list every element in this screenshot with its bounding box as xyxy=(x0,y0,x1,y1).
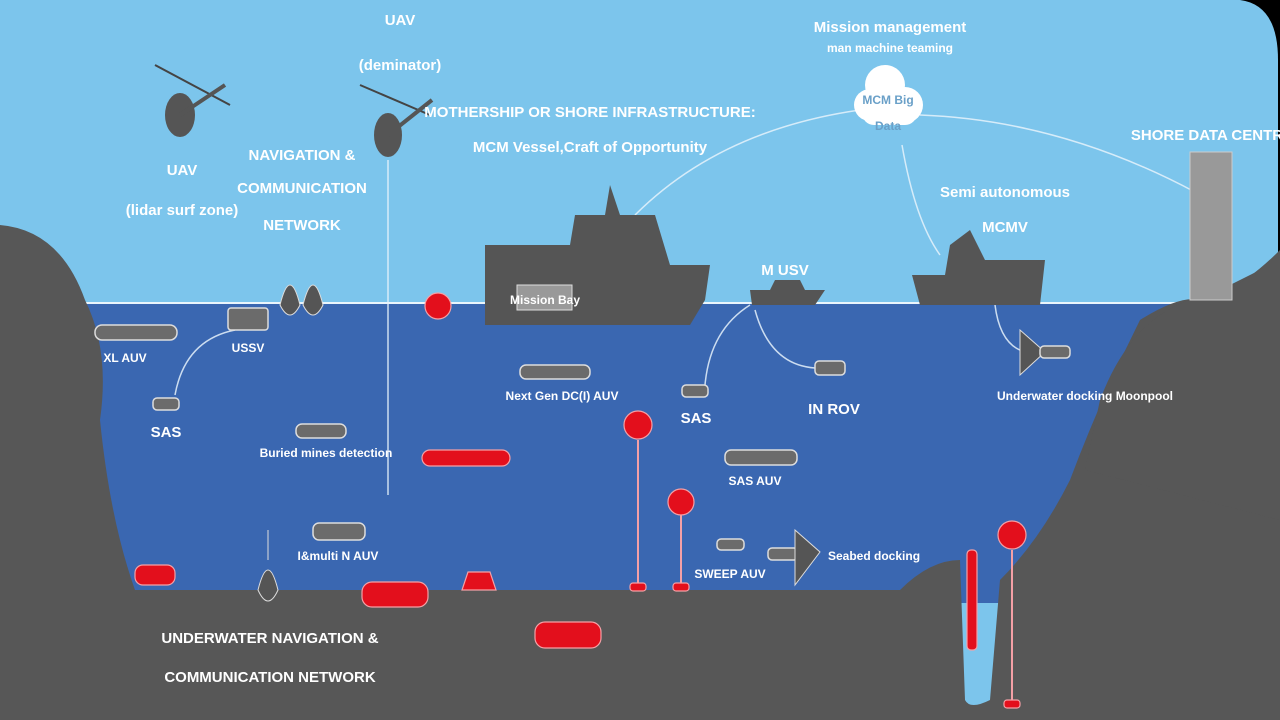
label-uav-deminator-sub: (deminator) xyxy=(359,57,442,74)
label-underwater-nav-2: COMMUNICATION NETWORK xyxy=(164,669,376,686)
sas-vehicle xyxy=(152,397,180,411)
moored-mine-icon xyxy=(997,520,1027,709)
label-seabed-docking: Seabed docking xyxy=(828,549,920,563)
label-shore-data-centre: SHORE DATA CENTRE xyxy=(1131,127,1280,144)
moored-mine-icon xyxy=(623,410,653,592)
in-rov xyxy=(814,360,846,376)
label-mothership-sub: MCM Vessel,Craft of Opportunity xyxy=(473,139,708,156)
moored-mine-icon xyxy=(667,488,695,592)
sas-auv xyxy=(724,449,798,466)
label-nav-network: NAVIGATION & xyxy=(249,147,356,164)
link-musv-rov xyxy=(754,309,816,369)
buried-mines-auv xyxy=(295,423,347,439)
mcmv-vessel xyxy=(912,230,1045,305)
right-cliff xyxy=(1085,250,1280,520)
label-m-usv: M USV xyxy=(761,262,809,279)
cylinder-mine xyxy=(534,621,602,649)
label-mothership: MOTHERSHIP OR SHORE INFRASTRUCTURE: xyxy=(424,104,755,121)
torpedo-mine xyxy=(421,449,511,467)
sweep-auv xyxy=(716,538,745,551)
helicopter-icon xyxy=(359,84,434,157)
label-in-rov: IN ROV xyxy=(808,401,860,418)
label-cloud: MCM Big xyxy=(862,93,913,107)
label-cloud-2: Data xyxy=(875,119,901,133)
helicopter-icon xyxy=(154,64,231,137)
label-sas-mid: SAS xyxy=(681,410,712,427)
label-sas-auv: SAS AUV xyxy=(729,474,782,488)
label-moonpool: Underwater docking Moonpool xyxy=(997,389,1173,403)
xl-auv xyxy=(94,324,178,341)
label-uav-lidar: UAV xyxy=(167,162,198,179)
seabed-dock-icon xyxy=(767,528,821,587)
seabed xyxy=(0,225,1280,720)
trapezoid-mine xyxy=(461,571,497,591)
m-usv-vessel xyxy=(750,280,825,305)
multi-auv xyxy=(312,522,366,541)
label-next-gen-auv: Next Gen DC(I) AUV xyxy=(506,389,619,403)
label-uav-lidar-sub: (lidar surf zone) xyxy=(126,202,239,219)
link-cloud-mcmv xyxy=(901,144,941,256)
mine-icon xyxy=(424,292,452,320)
label-mission-bay: Mission Bay xyxy=(510,293,580,307)
mission-bay xyxy=(516,284,573,311)
label-mission-management: Mission management xyxy=(814,19,967,36)
link-ship-cloud xyxy=(634,109,861,216)
label-mcmv: MCMV xyxy=(982,219,1028,236)
cloud-icon xyxy=(854,65,923,125)
vertical-mine xyxy=(966,549,978,651)
label-buried-mines: Buried mines detection xyxy=(260,446,393,460)
label-nav-network-3: NETWORK xyxy=(263,217,341,234)
label-man-machine: man machine teaming xyxy=(827,41,953,55)
label-ussv: USSV xyxy=(232,341,265,355)
link-ussv-sas xyxy=(174,329,236,396)
label-uav-deminator: UAV xyxy=(385,12,416,29)
label-underwater-nav: UNDERWATER NAVIGATION & xyxy=(161,630,378,647)
label-sweep-auv: SWEEP AUV xyxy=(694,567,765,581)
buoy-icon xyxy=(279,284,324,316)
link-cloud-shore xyxy=(919,114,1196,193)
label-multi-auv: I&multi N AUV xyxy=(298,549,379,563)
next-gen-auv xyxy=(519,364,591,380)
building-icon xyxy=(1189,151,1233,301)
label-sas-left: SAS xyxy=(151,424,182,441)
label-semi-autonomous: Semi autonomous xyxy=(940,184,1070,201)
label-xl-auv: XL AUV xyxy=(103,351,146,365)
seabed-buoy-icon xyxy=(257,530,279,602)
cylinder-mine xyxy=(361,581,429,608)
sas-vehicle xyxy=(681,384,709,398)
ground-mine xyxy=(134,564,176,586)
moonpool-dock-icon xyxy=(1019,328,1071,377)
link-musv-sas xyxy=(704,304,751,386)
ussv-vehicle xyxy=(227,307,269,331)
label-nav-network-2: COMMUNICATION xyxy=(237,180,367,197)
